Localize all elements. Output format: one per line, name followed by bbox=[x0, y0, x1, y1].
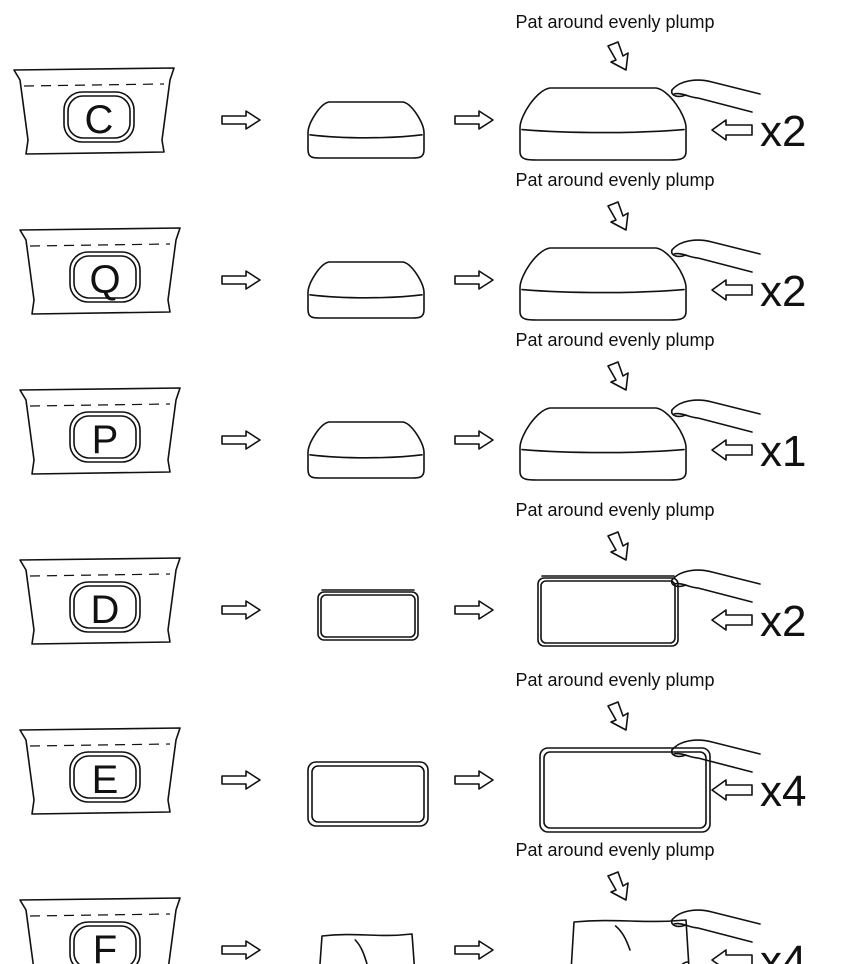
patting-hand-icon bbox=[670, 909, 761, 943]
expanded-item bbox=[570, 919, 690, 964]
compressed-item bbox=[319, 933, 416, 964]
quantity-multiplier: x2 bbox=[760, 267, 806, 316]
expanded-item bbox=[519, 407, 687, 481]
step-caption: Pat around evenly plump bbox=[515, 12, 714, 32]
right-arrow-icon bbox=[221, 430, 261, 450]
right-arrow-icon bbox=[454, 270, 494, 290]
right-arrow-icon bbox=[454, 600, 494, 620]
vacuum-bag-icon: D bbox=[19, 557, 181, 645]
quantity-multiplier: x4 bbox=[760, 767, 806, 816]
expanded-item bbox=[519, 247, 687, 321]
down-arrow-icon bbox=[607, 701, 629, 731]
vacuum-bag-icon: C bbox=[13, 67, 175, 155]
right-arrow-icon bbox=[221, 940, 261, 960]
bag-letter: P bbox=[92, 418, 119, 462]
step-caption: Pat around evenly plump bbox=[515, 840, 714, 860]
quantity-multiplier: x4 bbox=[760, 937, 806, 964]
down-arrow-icon bbox=[607, 531, 629, 561]
left-arrow-icon bbox=[711, 279, 753, 301]
quantity-multiplier: x1 bbox=[760, 427, 806, 476]
patting-hand-icon bbox=[670, 739, 761, 773]
expanded-item bbox=[519, 87, 687, 161]
compressed-item bbox=[307, 101, 425, 159]
left-arrow-icon bbox=[711, 949, 753, 964]
expanded-item bbox=[537, 575, 679, 647]
right-arrow-icon bbox=[454, 940, 494, 960]
down-arrow-icon bbox=[607, 41, 629, 71]
left-arrow-icon bbox=[711, 609, 753, 631]
bag-letter: C bbox=[85, 98, 114, 142]
bag-letter: Q bbox=[89, 258, 120, 302]
right-arrow-icon bbox=[221, 600, 261, 620]
step-caption: Pat around evenly plump bbox=[515, 330, 714, 350]
vacuum-bag-icon: F bbox=[19, 897, 181, 964]
down-arrow-icon bbox=[607, 871, 629, 901]
compressed-item bbox=[307, 761, 429, 827]
left-arrow-icon bbox=[711, 439, 753, 461]
quantity-multiplier: x2 bbox=[760, 597, 806, 646]
down-arrow-icon bbox=[607, 201, 629, 231]
right-arrow-icon bbox=[454, 110, 494, 130]
right-arrow-icon bbox=[221, 270, 261, 290]
patting-hand-icon bbox=[670, 79, 761, 113]
right-arrow-icon bbox=[221, 110, 261, 130]
vacuum-bag-icon: Q bbox=[19, 227, 181, 315]
vacuum-bag-icon: P bbox=[19, 387, 181, 475]
expanded-item bbox=[539, 747, 711, 833]
right-arrow-icon bbox=[454, 430, 494, 450]
patting-hand-icon bbox=[670, 569, 761, 603]
compressed-item bbox=[307, 261, 425, 319]
quantity-multiplier: x2 bbox=[760, 107, 806, 156]
step-caption: Pat around evenly plump bbox=[515, 670, 714, 690]
patting-hand-icon bbox=[670, 239, 761, 273]
step-caption: Pat around evenly plump bbox=[515, 500, 714, 520]
right-arrow-icon bbox=[454, 770, 494, 790]
compressed-item bbox=[307, 421, 425, 479]
bag-letter: D bbox=[91, 588, 120, 632]
right-arrow-icon bbox=[221, 770, 261, 790]
vacuum-bag-icon: E bbox=[19, 727, 181, 815]
step-caption: Pat around evenly plump bbox=[515, 170, 714, 190]
bag-letter: F bbox=[93, 928, 117, 964]
patting-hand-icon bbox=[670, 399, 761, 433]
compressed-item bbox=[317, 589, 419, 641]
left-arrow-icon bbox=[711, 119, 753, 141]
left-arrow-icon bbox=[711, 779, 753, 801]
down-arrow-icon bbox=[607, 361, 629, 391]
bag-letter: E bbox=[92, 758, 119, 802]
